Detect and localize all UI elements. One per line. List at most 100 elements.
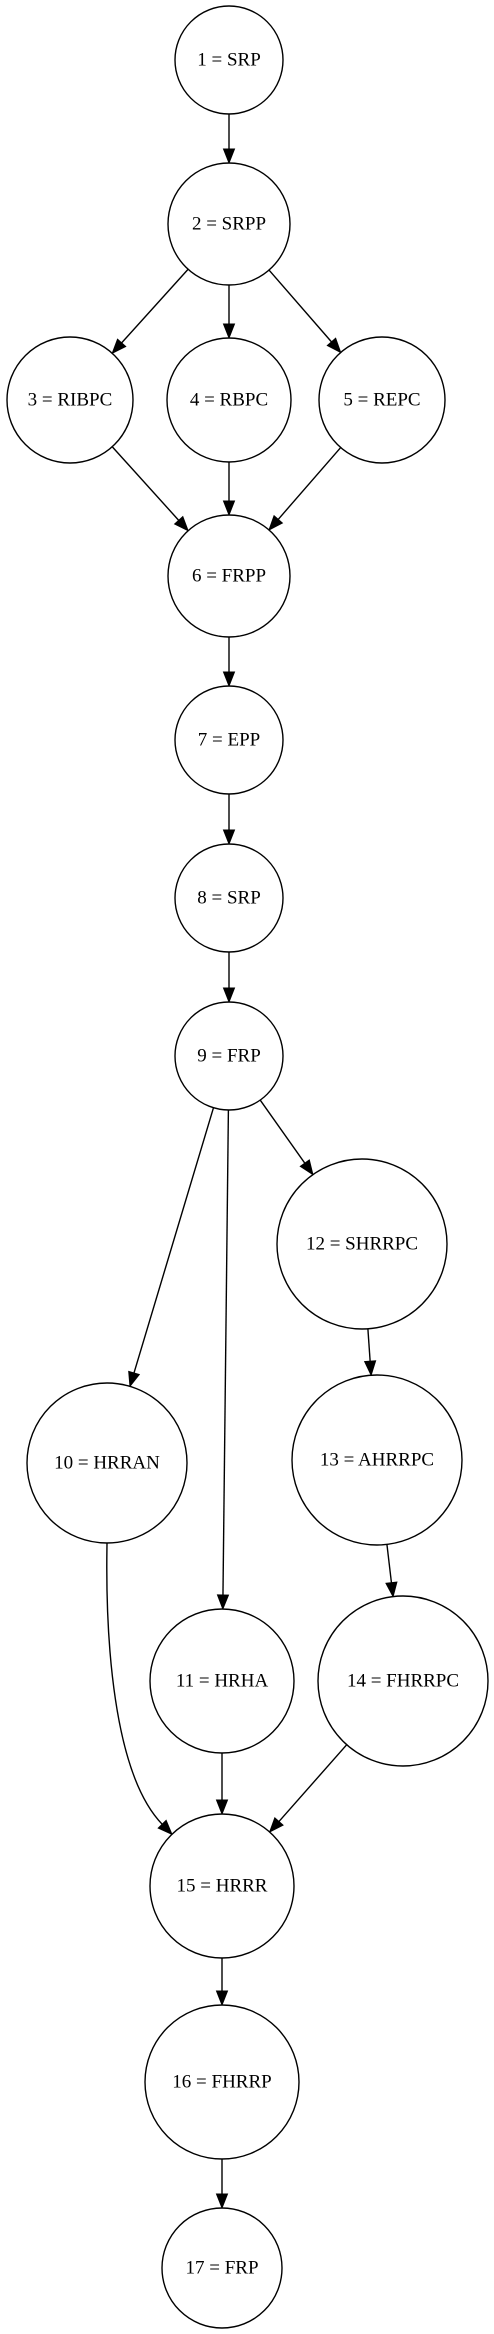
edge-n11-n15 — [215, 1753, 229, 1816]
node-6: 6 = FRPP — [167, 514, 291, 638]
arrowhead-icon — [222, 148, 236, 165]
node-label: 7 = EPP — [198, 730, 260, 751]
edge-n3-n6 — [111, 446, 190, 532]
edge-n9-n11 — [216, 1109, 230, 1611]
node-label: 8 = SRP — [197, 888, 261, 909]
node-8: 8 = SRP — [174, 843, 284, 953]
node-circle — [174, 685, 284, 795]
node-2: 2 = SRPP — [167, 162, 291, 286]
edge-n6-n7 — [222, 637, 236, 688]
arrowhead-icon — [222, 500, 236, 517]
node-circle — [149, 1608, 295, 1754]
edge-n15-n16 — [215, 1958, 229, 2007]
edge-line — [121, 268, 189, 344]
node-label: 5 = REPC — [343, 390, 420, 411]
node-layer: 1 = SRP 2 = SRPP 3 = RIBPC 4 = RBPC 5 = REPC… — [6, 5, 489, 2329]
node-label: 10 = HRRAN — [54, 1453, 160, 1474]
edge-line — [259, 1099, 306, 1164]
node-13: 13 = AHRRPC — [291, 1374, 463, 1546]
edge-n10-n15 — [106, 1542, 173, 1836]
edge-n8-n9 — [222, 952, 236, 1004]
node-circle — [144, 2004, 300, 2160]
node-circle — [174, 843, 284, 953]
edge-n5-n6 — [268, 447, 342, 531]
edge-n2-n5 — [268, 269, 342, 354]
arrowhead-icon — [326, 337, 342, 354]
node-label: 11 = HRHA — [176, 1671, 269, 1692]
node-label: 6 = FRPP — [192, 566, 266, 587]
edge-n2-n3 — [111, 268, 189, 355]
arrowhead-icon — [268, 1817, 284, 1834]
edge-line — [106, 1542, 163, 1825]
node-label: 14 = FHRRPC — [347, 1671, 459, 1692]
arrowhead-icon — [111, 338, 127, 355]
arrowhead-icon — [157, 1819, 173, 1836]
node-circle — [317, 1595, 489, 1767]
node-label: 12 = SHRRPC — [306, 1234, 418, 1255]
edge-n1-n2 — [222, 114, 236, 165]
edge-n14-n15 — [268, 1744, 348, 1834]
edge-layer — [106, 114, 398, 2210]
edge-line — [222, 1109, 230, 1596]
arrowhead-icon — [268, 514, 284, 531]
edge-n9-n12 — [259, 1099, 314, 1176]
arrowhead-icon — [128, 1370, 141, 1388]
edge-line — [367, 1328, 371, 1362]
edge-line — [268, 269, 333, 343]
node-15: 15 = HRRR — [149, 1813, 295, 1959]
node-label: 2 = SRPP — [192, 214, 266, 235]
node-4: 4 = RBPC — [166, 337, 292, 463]
node-circle — [26, 1382, 188, 1544]
edge-line — [111, 446, 180, 521]
node-circle — [167, 162, 291, 286]
node-circle — [174, 1001, 284, 1111]
arrowhead-icon — [215, 2193, 229, 2210]
node-circle — [318, 336, 446, 464]
arrowhead-icon — [216, 1594, 230, 1611]
node-label: 13 = AHRRPC — [320, 1450, 434, 1471]
node-circle — [166, 337, 292, 463]
node-11: 11 = HRHA — [149, 1608, 295, 1754]
node-label: 3 = RIBPC — [28, 390, 113, 411]
arrowhead-icon — [363, 1360, 377, 1377]
node-1: 1 = SRP — [174, 5, 284, 115]
node-circle — [174, 5, 284, 115]
arrowhead-icon — [222, 987, 236, 1004]
node-17: 17 = FRP — [161, 2207, 283, 2329]
node-label: 17 = FRP — [185, 2258, 258, 2279]
node-3: 3 = RIBPC — [6, 336, 134, 464]
node-label: 9 = FRP — [197, 1046, 261, 1067]
node-label: 4 = RBPC — [190, 390, 268, 411]
node-label: 1 = SRP — [197, 50, 261, 71]
node-circle — [167, 514, 291, 638]
node-14: 14 = FHRRPC — [317, 1595, 489, 1767]
edge-line — [386, 1544, 393, 1583]
node-7: 7 = EPP — [174, 685, 284, 795]
node-label: 16 = FHRRP — [172, 2072, 271, 2093]
arrowhead-icon — [215, 1990, 229, 2007]
edge-line — [277, 447, 342, 520]
node-circle — [149, 1813, 295, 1959]
edge-n12-n13 — [363, 1328, 377, 1377]
edge-n13-n14 — [385, 1544, 398, 1598]
arrowhead-icon — [222, 323, 236, 340]
arrowhead-icon — [222, 829, 236, 846]
edge-line — [133, 1107, 215, 1374]
edge-n7-n8 — [222, 794, 236, 846]
node-5: 5 = REPC — [318, 336, 446, 464]
edge-n4-n6 — [222, 462, 236, 517]
edge-n9-n10 — [128, 1107, 215, 1388]
node-circle — [276, 1158, 448, 1330]
node-10: 10 = HRRAN — [26, 1382, 188, 1544]
edge-n2-n4 — [222, 285, 236, 340]
arrowhead-icon — [299, 1159, 314, 1176]
edge-n16-n17 — [215, 2159, 229, 2210]
node-16: 16 = FHRRP — [144, 2004, 300, 2160]
arrowhead-icon — [385, 1581, 398, 1598]
arrowhead-icon — [173, 515, 190, 532]
arrowhead-icon — [215, 1799, 229, 1816]
node-circle — [291, 1374, 463, 1546]
node-9: 9 = FRP — [174, 1001, 284, 1111]
node-12: 12 = SHRRPC — [276, 1158, 448, 1330]
